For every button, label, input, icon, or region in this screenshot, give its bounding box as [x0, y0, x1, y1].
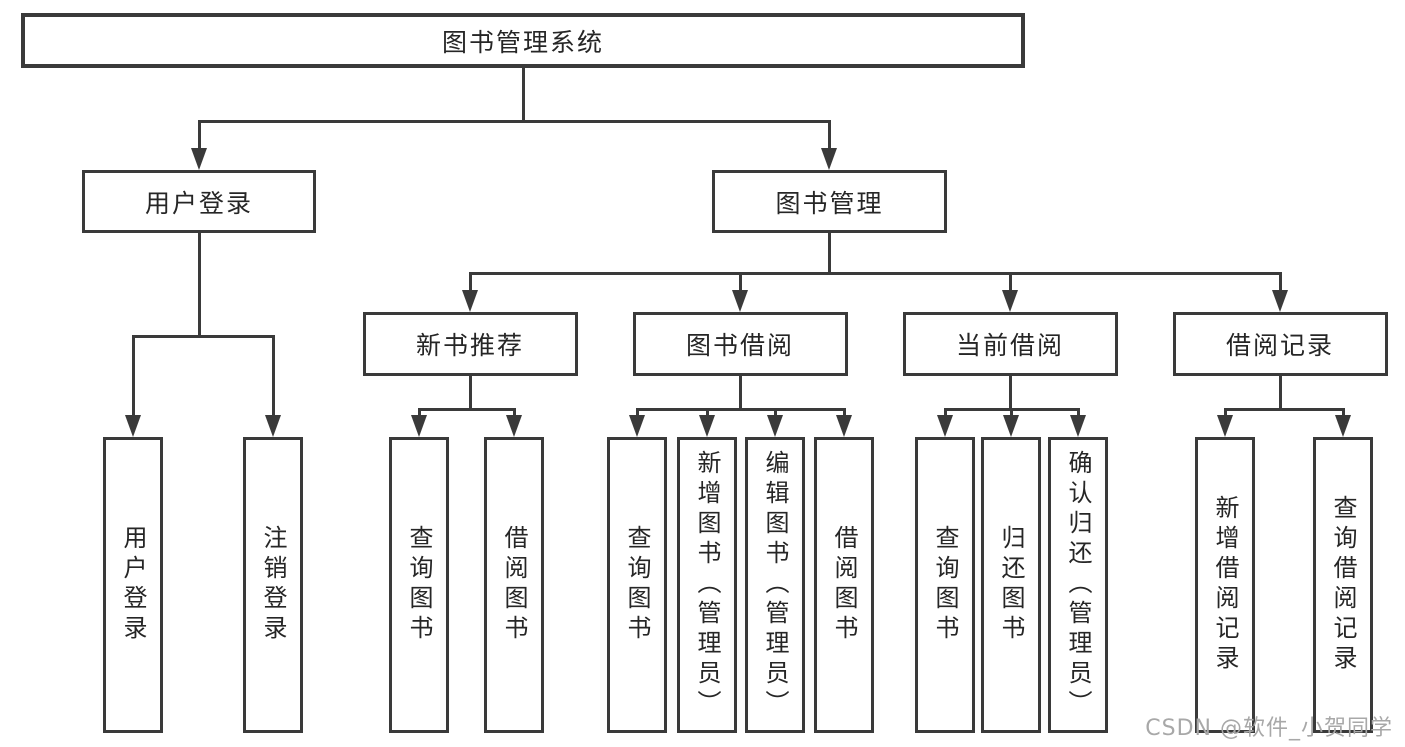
- leaf-borrowing-query-books: 查询图书: [607, 437, 667, 733]
- connector-line: [512, 408, 516, 415]
- connector-line: [827, 233, 831, 272]
- connector-line: [943, 408, 947, 415]
- arrowhead: [1002, 290, 1018, 312]
- connector-line: [635, 408, 639, 415]
- leaf-records-query-borrow-record: 查询借阅记录: [1313, 437, 1373, 733]
- connector-line: [197, 120, 831, 123]
- arrowhead: [506, 415, 522, 437]
- arrowhead: [836, 415, 852, 437]
- connector-line: [417, 408, 421, 415]
- leaf-user-login: 用户登录: [103, 437, 163, 733]
- connector-line: [521, 68, 525, 120]
- connector-line: [197, 120, 201, 150]
- leaf-borrowing-add-books-admin: 新增图书（管理员）: [677, 437, 737, 733]
- arrowhead: [821, 148, 837, 170]
- connector-line: [131, 335, 135, 415]
- leaf-recommend-borrow-books: 借阅图书: [484, 437, 544, 733]
- connector-line: [1278, 376, 1282, 408]
- node-current-borrowing: 当前借阅: [902, 312, 1118, 376]
- leaf-current-return-books: 归还图书: [981, 437, 1041, 733]
- node-new-book-recommend: 新书推荐: [362, 312, 578, 376]
- node-library-system: 图书管理系统: [21, 13, 1025, 68]
- connector-line: [271, 335, 275, 415]
- connector-line: [1223, 408, 1345, 411]
- connector-line: [131, 335, 275, 338]
- connector-line: [1341, 408, 1345, 415]
- leaf-current-confirm-return-admin: 确认归还（管理员）: [1048, 437, 1108, 733]
- connector-line: [468, 272, 1282, 275]
- arrowhead: [125, 415, 141, 437]
- leaf-logout: 注销登录: [243, 437, 303, 733]
- arrowhead: [265, 415, 281, 437]
- arrowhead: [1070, 415, 1086, 437]
- leaf-recommend-query-books: 查询图书: [389, 437, 449, 733]
- csdn-watermark: CSDN @软件_小贺同学: [1145, 716, 1393, 741]
- arrowhead: [1217, 415, 1233, 437]
- leaf-records-add-borrow-record: 新增借阅记录: [1195, 437, 1255, 733]
- connector-line: [773, 408, 777, 415]
- node-book-borrowing: 图书借阅: [632, 312, 848, 376]
- leaf-borrowing-borrow-books: 借阅图书: [814, 437, 874, 733]
- arrowhead: [1335, 415, 1351, 437]
- connector-line: [842, 408, 846, 415]
- connector-line: [1223, 408, 1227, 415]
- connector-line: [738, 272, 742, 290]
- arrowhead: [732, 290, 748, 312]
- connector-line: [417, 408, 516, 411]
- arrowhead: [1272, 290, 1288, 312]
- leaf-borrowing-edit-books-admin: 编辑图书（管理员）: [745, 437, 805, 733]
- connector-line: [1076, 408, 1080, 415]
- connector-line: [705, 408, 709, 415]
- connector-line: [1008, 376, 1012, 408]
- arrowhead: [191, 148, 207, 170]
- arrowhead: [629, 415, 645, 437]
- node-user-login: 用户登录: [82, 170, 316, 233]
- connector-line: [1008, 272, 1012, 290]
- arrowhead: [462, 290, 478, 312]
- node-book-management: 图书管理: [712, 170, 947, 233]
- connector-line: [1009, 408, 1013, 415]
- arrowhead: [937, 415, 953, 437]
- connector-line: [468, 272, 472, 290]
- connector-line: [1278, 272, 1282, 290]
- connector-line: [738, 376, 742, 408]
- connector-line: [635, 408, 846, 411]
- leaf-current-query-books: 查询图书: [915, 437, 975, 733]
- arrowhead: [767, 415, 783, 437]
- connector-line: [197, 233, 201, 335]
- arrowhead: [411, 415, 427, 437]
- connector-line: [827, 120, 831, 150]
- arrowhead: [1003, 415, 1019, 437]
- node-borrowing-records: 借阅记录: [1172, 312, 1388, 376]
- arrowhead: [699, 415, 715, 437]
- connector-line: [468, 376, 472, 408]
